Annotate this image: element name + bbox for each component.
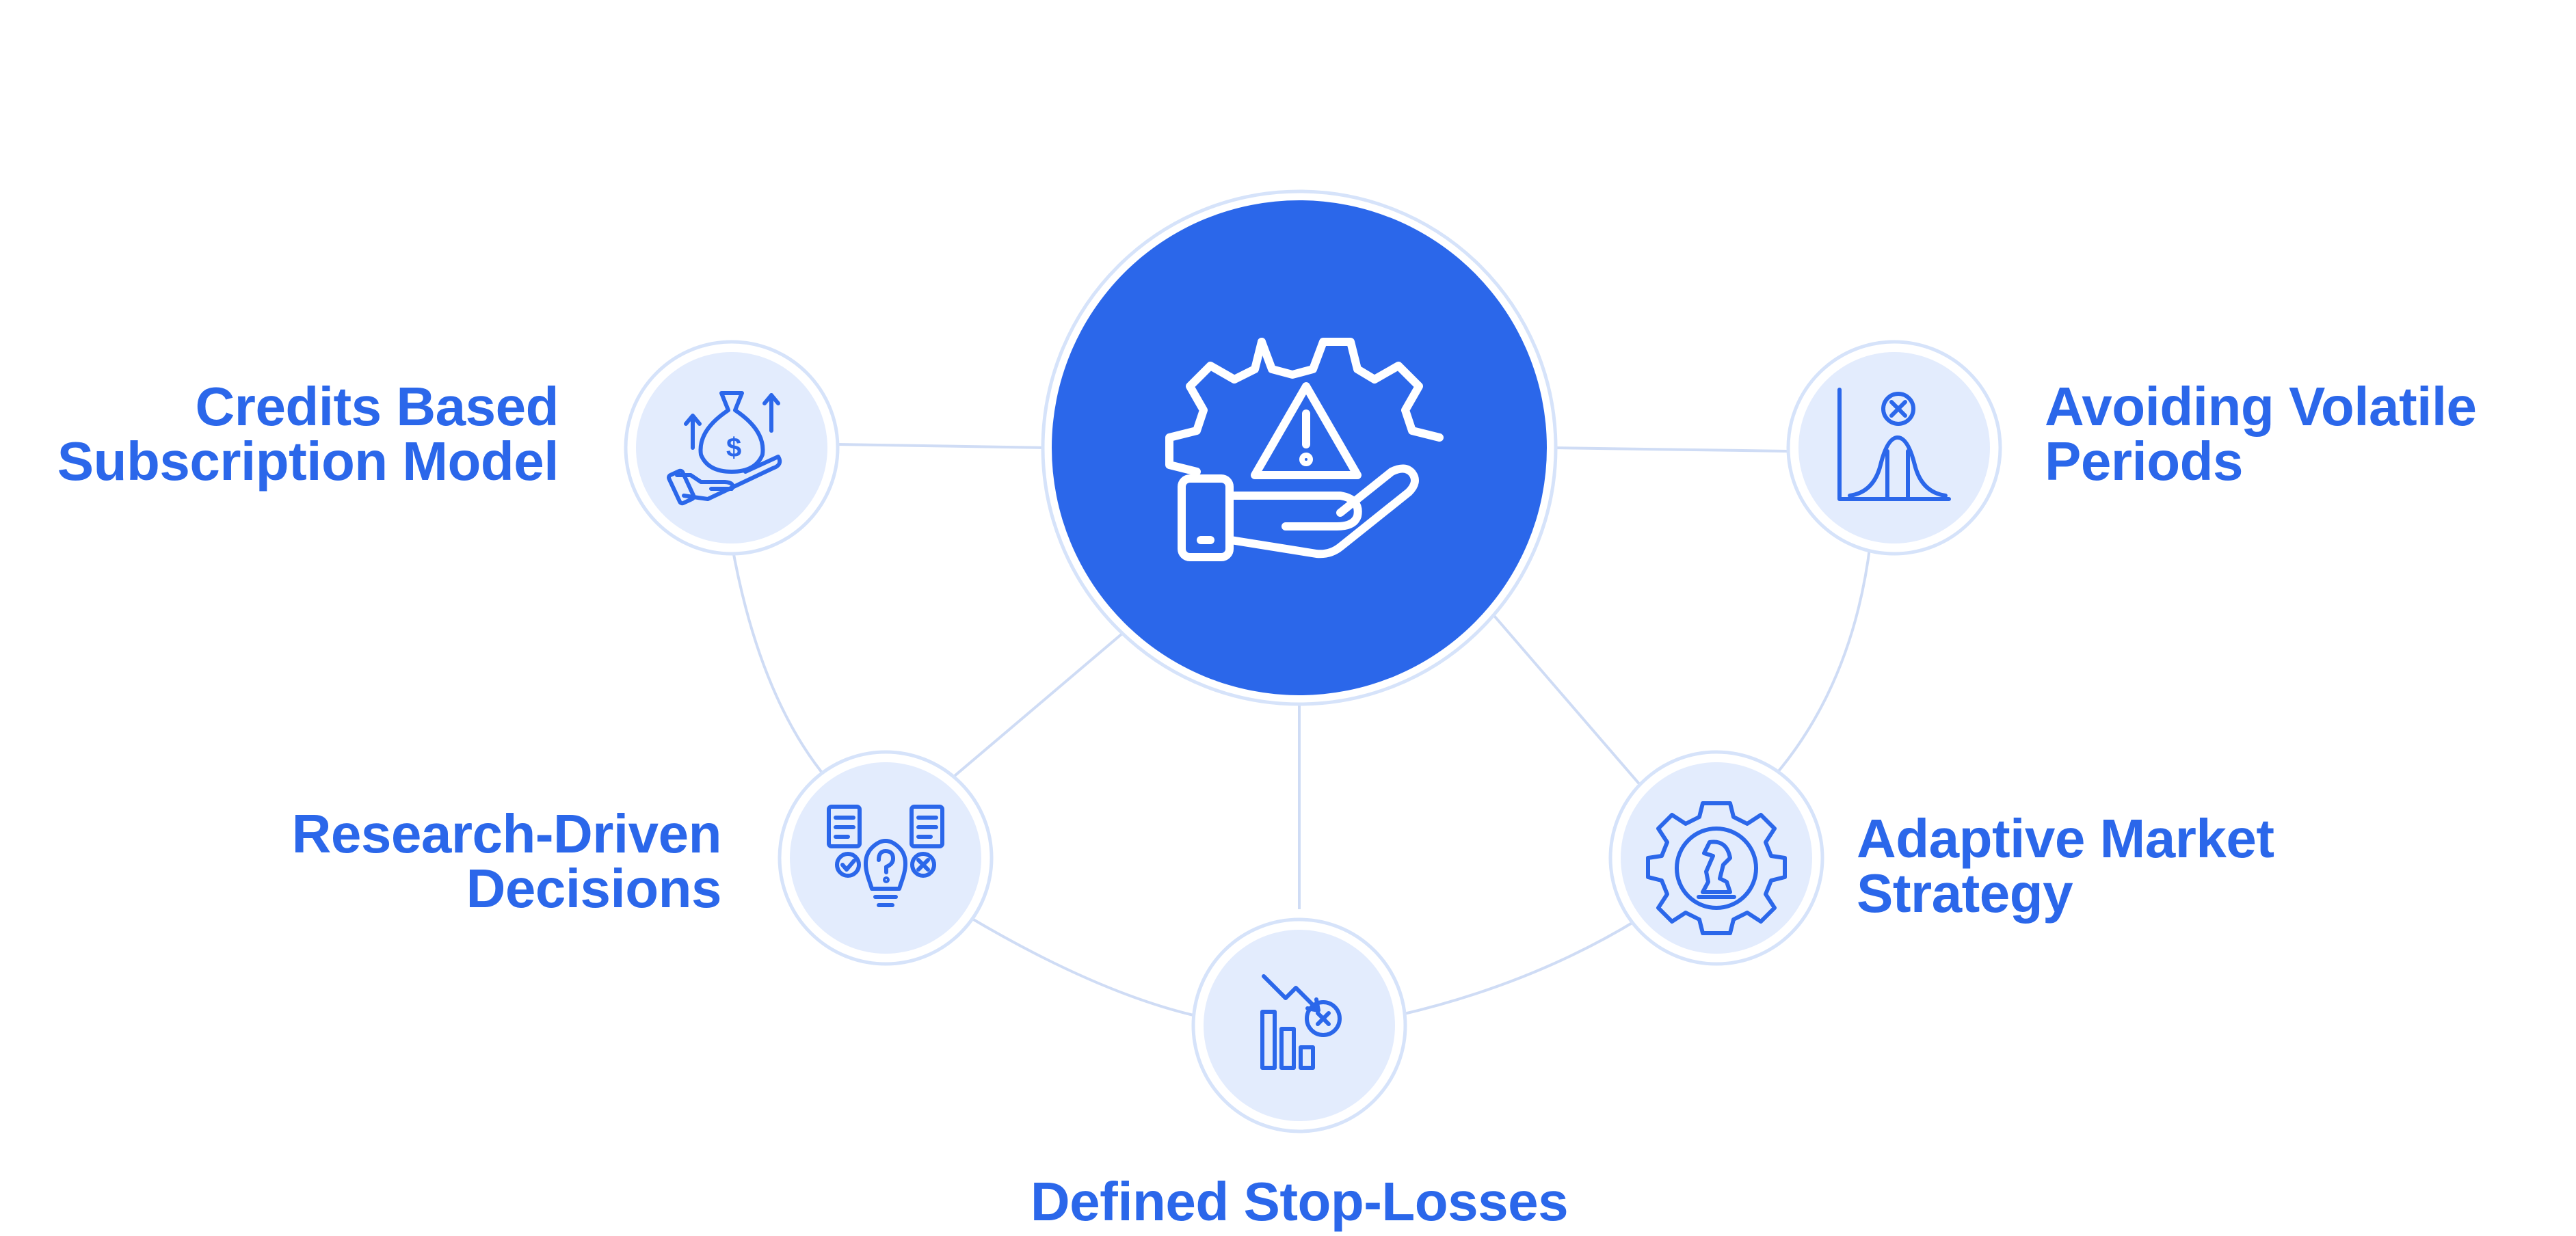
connector-hub-research bbox=[949, 624, 1133, 781]
label-credits-line-1: Credits Based bbox=[195, 376, 559, 437]
node-research bbox=[778, 750, 994, 966]
connector-hub-volatile bbox=[1552, 446, 1789, 453]
node-stoploss bbox=[1191, 917, 1407, 1133]
svg-text:$: $ bbox=[726, 433, 741, 463]
label-adaptive: Adaptive Market Strategy bbox=[1857, 811, 2274, 921]
connector-hub-adaptive bbox=[1489, 610, 1643, 788]
label-stoploss-line-1: Defined Stop-Losses bbox=[1030, 1171, 1569, 1232]
falling-chart-icon bbox=[1260, 974, 1342, 1070]
arc-credits-research bbox=[730, 543, 829, 781]
label-credits-line-2: Subscription Model bbox=[57, 431, 559, 492]
arc-stoploss-adaptive bbox=[1398, 918, 1639, 1017]
connector-hub-credits bbox=[837, 443, 1050, 449]
node-adaptive bbox=[1608, 750, 1824, 966]
label-research-line-1: Research-Driven bbox=[291, 803, 722, 864]
hub-node bbox=[1041, 189, 1558, 706]
arc-adaptive-volatile bbox=[1773, 543, 1872, 777]
money-bag-hand-icon: $ bbox=[667, 391, 782, 506]
arc-research-stoploss bbox=[966, 915, 1194, 1017]
bell-curve-warning-icon bbox=[1837, 388, 1951, 501]
label-adaptive-line-1: Adaptive Market bbox=[1857, 808, 2274, 869]
label-credits: Credits Based Subscription Model bbox=[57, 379, 559, 489]
node-credits: $ bbox=[624, 340, 840, 556]
bulb-documents-icon bbox=[827, 805, 944, 907]
warning-gear-hand-icon bbox=[1165, 338, 1444, 561]
label-adaptive-line-2: Strategy bbox=[1857, 863, 2073, 924]
label-volatile: Avoiding Volatile Periods bbox=[2045, 379, 2477, 489]
label-stoploss: Defined Stop-Losses bbox=[957, 1174, 1641, 1229]
label-research: Research-Driven Decisions bbox=[291, 803, 722, 919]
node-volatile bbox=[1786, 340, 2002, 556]
label-volatile-line-2: Periods bbox=[2045, 431, 2243, 492]
connectors bbox=[730, 443, 1872, 1017]
chess-gear-icon bbox=[1646, 801, 1787, 935]
label-research-line-2: Decisions bbox=[466, 858, 722, 919]
label-volatile-line-1: Avoiding Volatile bbox=[2045, 376, 2477, 437]
